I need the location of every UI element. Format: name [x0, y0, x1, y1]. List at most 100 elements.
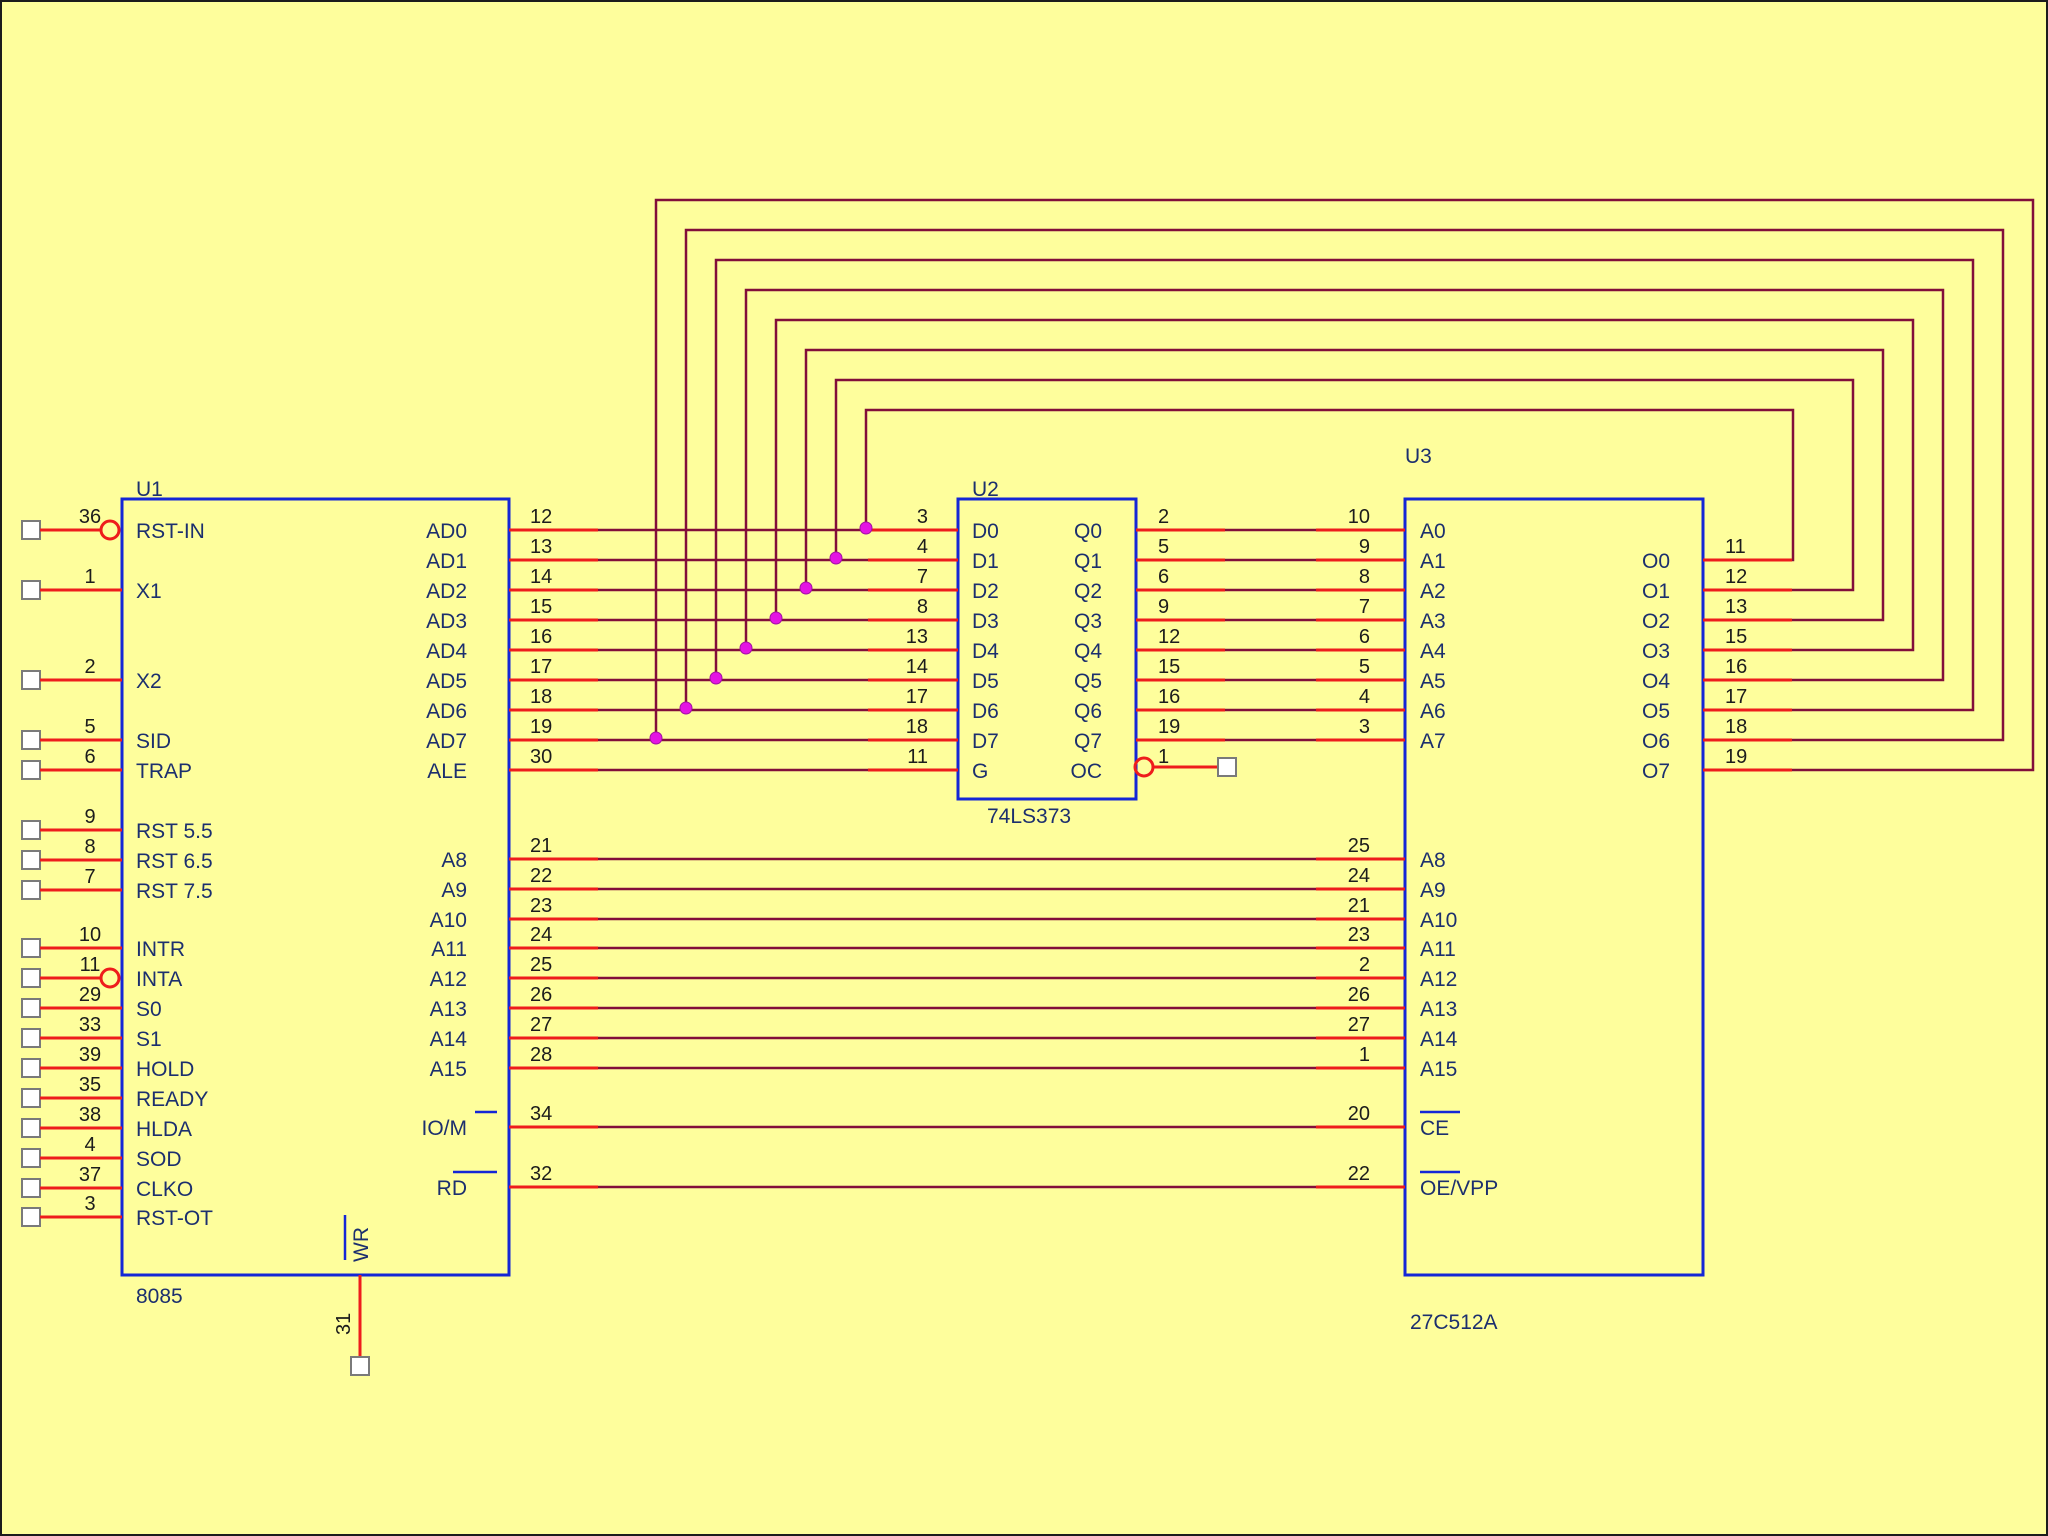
u3-pin-label-a1: A1 — [1420, 550, 1446, 573]
u1-port-rst-ot[interactable] — [21, 1207, 41, 1227]
u1-pin-label-rst-6-5: RST 6.5 — [136, 850, 213, 873]
u1-pin-num-ad4: 16 — [530, 626, 552, 648]
u1-pin-label-ad3: AD3 — [426, 610, 467, 633]
u1-pin-label-sod: SOD — [136, 1148, 182, 1171]
u1-ref-label: U1 — [136, 478, 163, 501]
u2-pin-label-q4: Q4 — [1074, 640, 1102, 663]
u2-pin-num-q2: 6 — [1158, 566, 1169, 588]
u1-pin-num-a8: 21 — [530, 835, 552, 857]
u3-pin-label-oe-vpp: OE/VPP — [1420, 1177, 1498, 1200]
net-data-bus-d4 — [744, 288, 1945, 682]
u2-pin-num-q4: 12 — [1158, 626, 1180, 648]
u1-port-x1[interactable] — [21, 580, 41, 600]
component-u2-74ls373[interactable]: U2 74LS373 3D04D17D28D313D414D517D618D71… — [868, 478, 1237, 828]
u2-pin-num-q1: 5 — [1158, 536, 1169, 558]
u3-pin-label-o4: O4 — [1642, 670, 1670, 693]
u1-pin-num-inta: 11 — [80, 954, 101, 976]
component-u3-27c512a[interactable]: U3 27C512A 10A09A18A27A36A45A54A63A725A8… — [1316, 445, 1792, 1334]
u3-pin-num-a6: 4 — [1359, 686, 1370, 708]
u1-pin-label-ale: ALE — [427, 760, 467, 783]
u3-pin-num-a13: 26 — [1348, 984, 1370, 1006]
u3-pin-label-a8: A8 — [1420, 849, 1446, 872]
u2-pin-num-d5: 14 — [906, 656, 928, 678]
u1-port-ready[interactable] — [21, 1088, 41, 1108]
u3-pin-num-o7: 19 — [1725, 746, 1747, 768]
u1-pin-label-a14: A14 — [430, 1028, 468, 1051]
u1-pin-num-a9: 22 — [530, 865, 552, 887]
u3-pin-label-o1: O1 — [1642, 580, 1670, 603]
u1-pin-num-ale: 30 — [530, 746, 552, 768]
u1-pin-num-ad5: 17 — [530, 656, 552, 678]
u2-pin-label-d5: D5 — [972, 670, 999, 693]
u1-pin-label-a9: A9 — [441, 879, 467, 902]
u3-pin-num-a14: 27 — [1348, 1014, 1370, 1036]
u3-pin-label-a3: A3 — [1420, 610, 1446, 633]
u1-port-rst-6-5[interactable] — [21, 850, 41, 870]
u1-port-s0[interactable] — [21, 998, 41, 1018]
u1-pin-label-inta: INTA — [136, 968, 182, 991]
u1-pin-num-a10: 23 — [530, 895, 552, 917]
u3-pin-num-o1: 12 — [1725, 566, 1747, 588]
u1-pin-label-a8: A8 — [441, 849, 467, 872]
u1-pin-num-x2: 2 — [84, 656, 95, 678]
net-data-bus-d7 — [654, 198, 2035, 772]
u2-pin-label-g: G — [972, 760, 988, 783]
u1-pin-label-x2: X2 — [136, 670, 162, 693]
u1-pin-label-ad6: AD6 — [426, 700, 467, 723]
u3-pin-label-a14: A14 — [1420, 1028, 1458, 1051]
u1-pin-num-clko: 37 — [79, 1164, 101, 1186]
u1-pin-label-hlda: HLDA — [136, 1118, 192, 1141]
u1-port-clko[interactable] — [21, 1178, 41, 1198]
u2-pin-label-d1: D1 — [972, 550, 999, 573]
u1-pin-label-a12: A12 — [430, 968, 467, 991]
u3-pin-num-o4: 16 — [1725, 656, 1747, 678]
u1-pin-label-a11: A11 — [431, 938, 467, 961]
u3-pin-num-o3: 15 — [1725, 626, 1747, 648]
u1-port-x2[interactable] — [21, 670, 41, 690]
u1-port-rst-in[interactable] — [21, 520, 41, 540]
u2-pin-num-oc: 1 — [1158, 746, 1169, 768]
u1-port-rst-5-5[interactable] — [21, 820, 41, 840]
u3-pin-num-o0: 11 — [1725, 536, 1746, 558]
u1-pin-label-a13: A13 — [430, 998, 467, 1021]
u2-pin-label-d7: D7 — [972, 730, 999, 753]
u1-port-hold[interactable] — [21, 1058, 41, 1078]
u1-port-intr[interactable] — [21, 938, 41, 958]
u1-pin-num-rst-5-5: 9 — [84, 806, 95, 828]
u3-pin-num-a4: 6 — [1359, 626, 1370, 648]
u1-body[interactable] — [120, 497, 511, 1277]
junction-dot-d2 — [799, 581, 813, 595]
u3-pin-label-a13: A13 — [1420, 998, 1457, 1021]
u1-port-wr[interactable] — [350, 1356, 370, 1376]
u1-pin-label-ready: READY — [136, 1088, 208, 1111]
u2-pin-num-q5: 15 — [1158, 656, 1180, 678]
u1-pin-num-a14: 27 — [530, 1014, 552, 1036]
u1-port-sid[interactable] — [21, 730, 41, 750]
junction-dot-d0 — [859, 521, 873, 535]
u2-port-oc[interactable] — [1217, 757, 1237, 777]
u3-pin-label-o6: O6 — [1642, 730, 1670, 753]
u3-pin-label-o3: O3 — [1642, 640, 1670, 663]
u1-port-inta[interactable] — [21, 968, 41, 988]
u3-pin-num-a3: 7 — [1359, 596, 1370, 618]
u1-port-hlda[interactable] — [21, 1118, 41, 1138]
u1-pin-num-rst-7-5: 7 — [84, 866, 95, 888]
u2-pin-label-q7: Q7 — [1074, 730, 1102, 753]
u2-pin-label-q6: Q6 — [1074, 700, 1102, 723]
u1-pin-label-intr: INTR — [136, 938, 185, 961]
u1-pin-num-rd: 32 — [530, 1163, 552, 1185]
u1-port-rst-7-5[interactable] — [21, 880, 41, 900]
u1-pin-label-a10: A10 — [430, 909, 467, 932]
u3-body[interactable] — [1403, 497, 1705, 1277]
u3-part-label: 27C512A — [1410, 1311, 1498, 1334]
u1-port-sod[interactable] — [21, 1148, 41, 1168]
u1-port-s1[interactable] — [21, 1028, 41, 1048]
u1-pin-label-hold: HOLD — [136, 1058, 194, 1081]
u1-pin-num-a11: 24 — [530, 924, 552, 946]
u1-pin-inta-bubble — [99, 967, 121, 989]
u1-port-trap[interactable] — [21, 760, 41, 780]
